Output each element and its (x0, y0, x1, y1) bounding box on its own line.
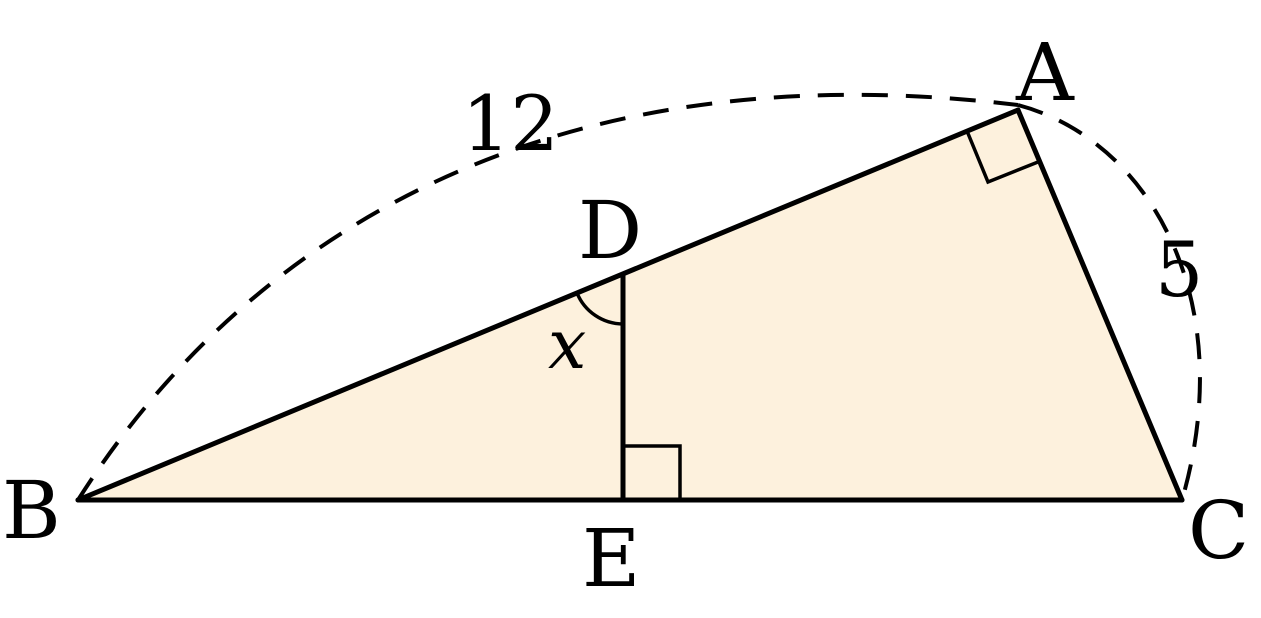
length-label-ab: 12 (462, 79, 559, 168)
right-angle-mark-e (623, 444, 682, 500)
side-ac (1015, 107, 1185, 503)
point-label-a: A (1015, 26, 1075, 119)
right-angle-mark-a (965, 130, 1039, 185)
triangle-abc-fill (78, 110, 1182, 500)
point-label-e: E (582, 512, 640, 605)
point-label-c: C (1188, 484, 1249, 577)
side-ba (75, 107, 1021, 503)
length-label-ac: 5 (1155, 225, 1203, 314)
arc-ac-dashed (1017, 103, 1202, 501)
point-label-b: B (2, 464, 61, 557)
point-label-d: D (578, 184, 642, 277)
angle-arc-x (575, 292, 624, 326)
angle-label-x: x (548, 306, 586, 385)
